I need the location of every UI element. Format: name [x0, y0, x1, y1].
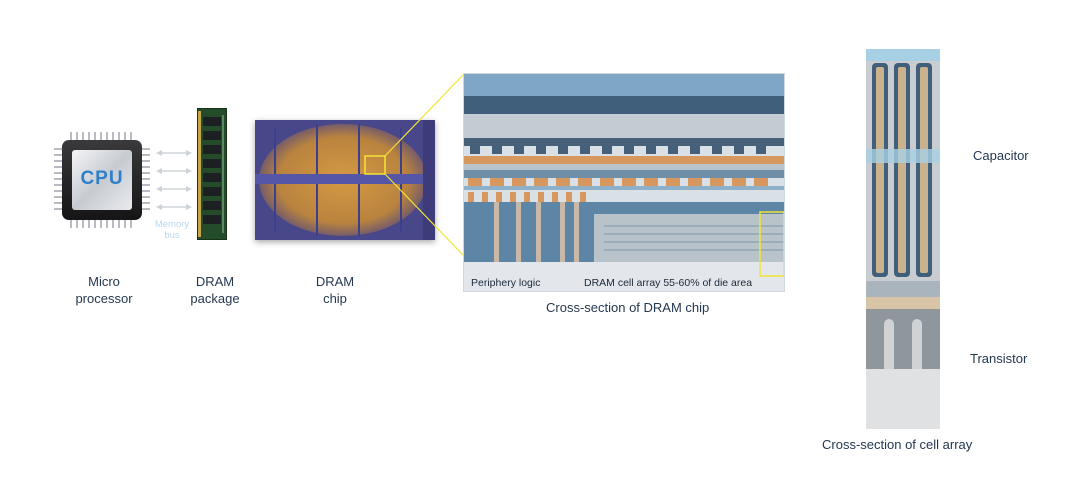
capacitor-label: Capacitor — [973, 148, 1029, 163]
dram-package-label: DRAM package — [190, 274, 240, 306]
cross-section-layers — [464, 74, 784, 291]
memory-bus-arrows — [156, 150, 192, 210]
cpu-chip-text: CPU — [80, 168, 124, 189]
cpu-label: Micro processor — [75, 274, 133, 306]
memory-bus-label: Memory bus — [154, 219, 190, 241]
cell-array-cross-section — [866, 49, 940, 429]
cpu-illustration: CPU — [52, 130, 152, 230]
cell-array-caption: Cross-section of cell array — [822, 437, 973, 452]
dram-package-illustration — [197, 108, 227, 240]
cell-array-label: DRAM cell array 55-60% of die area — [584, 277, 753, 289]
dram-chip-label: DRAM chip — [315, 274, 355, 306]
memory-module-icon — [198, 111, 224, 237]
dram-die-photo — [255, 120, 435, 240]
transistor-label: Transistor — [970, 351, 1028, 366]
zoom-lines — [384, 73, 465, 257]
periphery-logic-label: Periphery logic — [471, 277, 541, 289]
dram-die-icon — [255, 120, 435, 240]
cpu-icon — [54, 132, 150, 228]
cell-array-layers — [866, 49, 940, 429]
chip-cross-section: Periphery logic DRAM cell array 55-60% o… — [463, 73, 785, 292]
chip-cross-section-caption: Cross-section of DRAM chip — [546, 300, 710, 315]
